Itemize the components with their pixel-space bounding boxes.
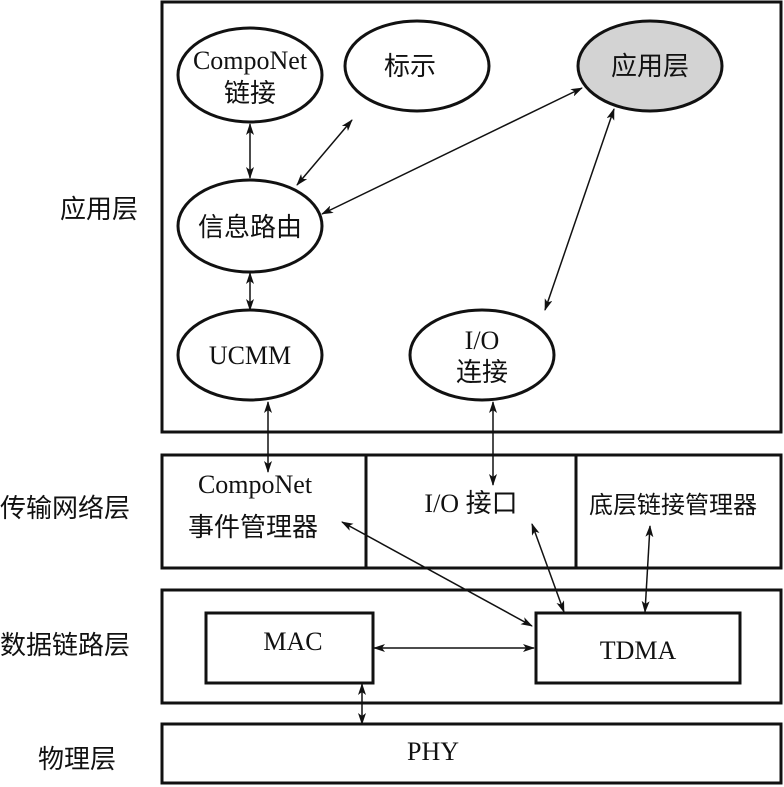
application-ellipse xyxy=(576,19,724,113)
io-connection-label-2: 连接 xyxy=(456,358,508,387)
io-connection-ellipse xyxy=(408,308,556,402)
box-mac[interactable]: MAC xyxy=(204,611,375,685)
physical-layer-box xyxy=(160,722,783,785)
event-manager-label-2: 事件管理器 xyxy=(188,513,318,542)
layer-label-transport-network: 传输网络层 xyxy=(0,494,130,523)
identity-label: 标示 xyxy=(384,52,436,81)
layer-label-physical: 物理层 xyxy=(38,745,116,774)
cell-io-interface[interactable]: I/O 接口 xyxy=(424,489,517,518)
layer-label-data-link: 数据链路层 xyxy=(0,631,130,660)
arrow-identity-message-router xyxy=(296,119,353,186)
low-level-link-manager-label: 底层链接管理器 xyxy=(589,492,757,519)
tdma-label: TDMA xyxy=(600,636,677,665)
arrow-io-interface-tdma xyxy=(531,523,565,613)
application-layer-box xyxy=(160,0,783,434)
node-componet-link[interactable]: CompoNet 链接 xyxy=(176,26,324,124)
io-connection-label-1: I/O xyxy=(465,326,500,355)
node-message-router[interactable]: 信息路由 xyxy=(176,178,324,274)
box-phy[interactable]: PHY xyxy=(160,722,783,785)
arrow-low-level-link-manager-tdma xyxy=(641,525,654,613)
ucmm-label: UCMM xyxy=(209,341,291,370)
message-router-label: 信息路由 xyxy=(198,213,302,242)
componet-link-label-1: CompoNet xyxy=(193,46,308,75)
node-ucmm[interactable]: UCMM xyxy=(176,308,324,402)
io-interface-label: I/O 接口 xyxy=(424,489,517,518)
cell-event-manager[interactable]: CompoNet 事件管理器 xyxy=(188,470,318,542)
event-manager-label-1: CompoNet xyxy=(198,470,313,499)
phy-label: PHY xyxy=(407,737,459,766)
componet-link-ellipse xyxy=(176,26,324,124)
arrow-application-message-router xyxy=(321,87,583,215)
tdma-box-rect xyxy=(534,611,742,685)
cell-low-level-link-manager[interactable]: 底层链接管理器 xyxy=(589,492,757,519)
layer-label-application: 应用层 xyxy=(60,195,138,224)
box-tdma[interactable]: TDMA xyxy=(534,611,742,685)
arrow-event-manager-tdma xyxy=(341,521,533,627)
arrow-application-io-connection xyxy=(544,108,615,311)
node-identity[interactable]: 标示 xyxy=(343,19,491,113)
componet-link-label-2: 链接 xyxy=(224,79,276,108)
application-label: 应用层 xyxy=(611,52,689,81)
node-io-connection[interactable]: I/O 连接 xyxy=(408,308,556,402)
mac-label: MAC xyxy=(263,627,322,656)
node-application[interactable]: 应用层 xyxy=(576,19,724,113)
